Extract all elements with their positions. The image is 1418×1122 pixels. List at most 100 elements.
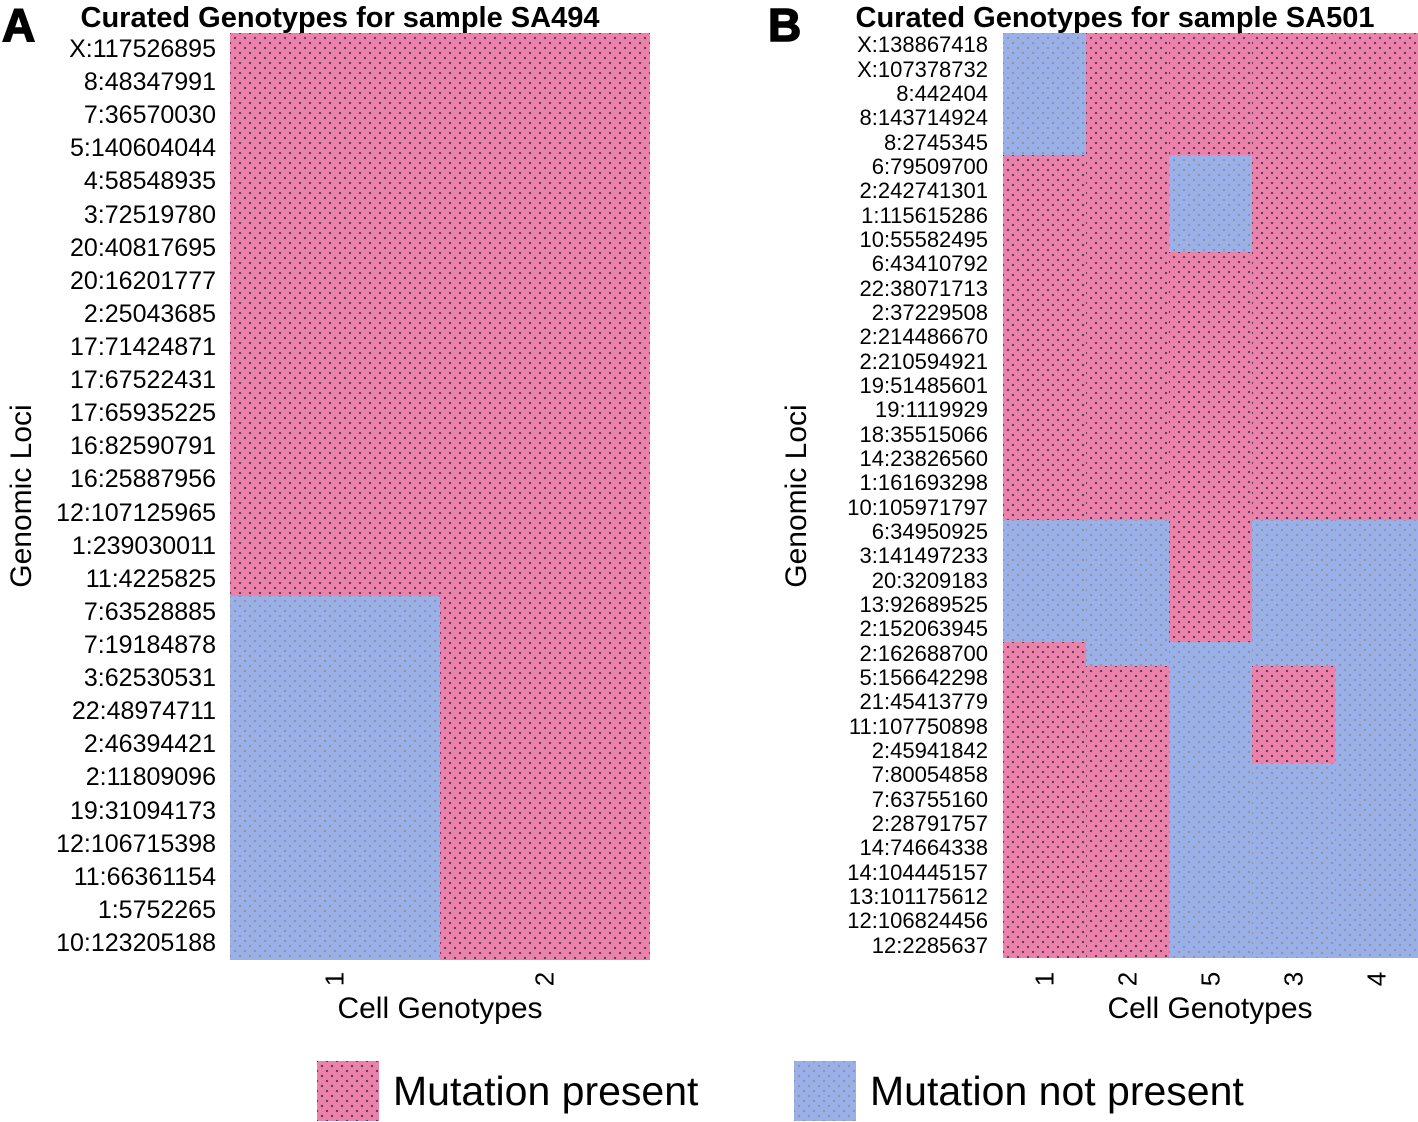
y-tick-label: 19:1119929 [875, 397, 988, 423]
y-tick-label: 8:48347991 [83, 68, 216, 97]
y-tick-label: 2:152063945 [859, 616, 988, 642]
heatmap-cell-mutation-not-present [1169, 154, 1253, 253]
y-tick-label: 2:37229508 [871, 299, 988, 325]
y-tick-label: 22:38071713 [859, 275, 988, 301]
y-tick-label: 2:46394421 [83, 730, 216, 759]
heatmap-cell-mutation-present [440, 33, 650, 960]
y-tick-label: 8:2745345 [884, 129, 988, 155]
y-tick-label: 2:25043685 [83, 299, 216, 328]
x-tick-label: 5 [1195, 971, 1225, 987]
y-tick-label: 2:210594921 [859, 348, 988, 374]
y-tick-label: 5:140604044 [70, 134, 216, 163]
panel-a-title: Curated Genotypes for sample SA494 [80, 2, 600, 34]
y-tick-label: 12:106824456 [847, 908, 988, 934]
legend-swatch-mutation-present [317, 1061, 379, 1121]
y-tick-label: 20:40817695 [70, 233, 216, 262]
y-tick-label: 17:71424871 [70, 333, 216, 361]
heatmap-cell-mutation-present [1335, 33, 1418, 521]
x-tick-label: 3 [1278, 971, 1308, 987]
heatmap-cell-mutation-present [1003, 641, 1087, 958]
y-tick-label: 19:51485601 [859, 372, 988, 398]
heatmap-cell-mutation-not-present [1252, 763, 1336, 958]
y-tick-label: 1:239030011 [71, 531, 216, 560]
y-tick-label: 11:4225825 [85, 564, 216, 593]
x-tick-label: 1 [319, 971, 350, 987]
y-tick-label: 5:156642298 [859, 665, 988, 691]
y-tick-label: 3:62530531 [83, 664, 216, 693]
y-tick-label: X:117526895 [69, 35, 216, 64]
heatmap-cell-mutation-not-present [1169, 641, 1253, 958]
y-tick-label: 4:58548935 [83, 167, 216, 196]
y-tick-label: 1:161693298 [859, 470, 988, 496]
legend-label-mutation-not-present: Mutation not present [870, 1067, 1244, 1114]
y-tick-label: 1:115615286 [861, 202, 988, 228]
y-tick-label: 11:66361154 [73, 862, 216, 891]
y-tick-label: 20:3209183 [871, 567, 988, 593]
panel-b-x-axis-title: Cell Genotypes [1107, 992, 1313, 1025]
y-tick-label: 17:65935225 [70, 399, 216, 428]
y-tick-label: 12:2285637 [871, 932, 988, 958]
y-tick-label: 10:123205188 [56, 928, 216, 957]
x-tick-label: 1 [1029, 971, 1059, 987]
y-tick-label: 21:45413779 [859, 689, 988, 715]
heatmap-cell-mutation-present [1086, 665, 1170, 958]
y-tick-label: 2:45941842 [871, 738, 988, 764]
x-tick-label: 2 [1112, 971, 1142, 987]
heatmap-cell-mutation-present [1252, 665, 1336, 764]
heatmap-cell-mutation-not-present [1003, 33, 1087, 156]
y-tick-label: 16:82590791 [70, 432, 216, 461]
y-tick-label: 1:5752265 [97, 895, 216, 924]
y-tick-label: 2:214486670 [859, 324, 988, 350]
y-tick-label: 18:35515066 [859, 421, 988, 447]
legend-label-mutation-present: Mutation present [393, 1067, 699, 1114]
y-tick-label: 6:34950925 [871, 519, 988, 544]
y-tick-label: 22:48974711 [71, 697, 216, 726]
y-tick-label: 3:72519780 [83, 200, 216, 229]
y-tick-label: X:138867418 [857, 32, 988, 58]
y-tick-label: 10:105971797 [847, 494, 988, 520]
y-tick-label: 8:143714924 [859, 105, 988, 131]
panel-a-x-axis-title: Cell Genotypes [337, 992, 543, 1025]
y-tick-label: 13:101175612 [848, 884, 988, 910]
y-tick-label: 7:80054858 [871, 762, 988, 788]
y-tick-label: 2:28791757 [871, 811, 988, 837]
y-tick-label: 8:442404 [896, 80, 988, 106]
y-tick-label: 14:104445157 [847, 859, 988, 885]
heatmap-cell-mutation-not-present [1335, 519, 1418, 958]
y-tick-label: 10:55582495 [859, 226, 988, 252]
y-tick-label: 16:25887956 [70, 465, 216, 494]
y-tick-label: 2:242741301 [859, 178, 988, 204]
y-tick-label: 2:11809096 [85, 763, 216, 792]
y-tick-label: 7:19184878 [83, 630, 216, 659]
heatmap-cell-mutation-present [230, 33, 441, 597]
panel-letter-b: B [767, 0, 802, 51]
y-tick-label: 11:107750898 [848, 713, 988, 739]
legend-swatch-mutation-not-present [794, 1061, 856, 1121]
y-tick-label: 14:23826560 [859, 445, 988, 471]
y-tick-label: 14:74664338 [859, 835, 988, 861]
y-tick-label: 17:67522431 [70, 366, 216, 395]
y-tick-label: X:107378732 [857, 56, 988, 82]
y-tick-label: 12:107125965 [56, 498, 216, 527]
heatmap-cell-mutation-not-present [1252, 519, 1336, 667]
panel-b-title: Curated Genotypes for sample SA501 [855, 2, 1375, 34]
heatmap-cell-mutation-present [1169, 252, 1253, 643]
heatmap-cell-mutation-not-present [1086, 519, 1170, 667]
heatmap-cell-mutation-present [1003, 154, 1087, 521]
heatmap-cell-mutation-present [1252, 33, 1336, 521]
panel-letter-a: A [1, 0, 36, 51]
y-tick-label: 6:79509700 [871, 153, 988, 179]
y-tick-label: 7:63528885 [83, 597, 216, 626]
x-tick-label: 2 [529, 971, 560, 987]
heatmap-cell-mutation-present [1086, 33, 1170, 521]
y-tick-label: 13:92689525 [859, 592, 988, 618]
heatmap-cell-mutation-present [1169, 33, 1253, 156]
x-tick-label: 4 [1361, 971, 1391, 987]
heatmap-cell-mutation-not-present [230, 595, 441, 960]
panel-b-y-axis-title: Genomic Loci [780, 404, 813, 588]
y-tick-label: 6:43410792 [871, 251, 988, 277]
y-tick-label: 3:141497233 [859, 543, 988, 569]
y-tick-label: 20:16201777 [70, 266, 216, 295]
y-tick-label: 19:31094173 [70, 796, 216, 825]
y-tick-label: 7:36570030 [83, 101, 216, 130]
